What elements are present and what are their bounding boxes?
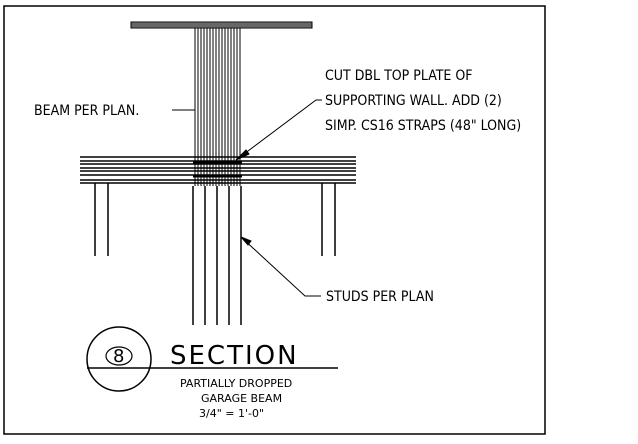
note-beam: BEAM PER PLAN. <box>34 103 139 119</box>
detail-bubble <box>86 326 152 392</box>
section-subtitle-1: PARTIALLY DROPPED <box>180 377 292 390</box>
plate-cut <box>193 161 242 178</box>
note-top-plate-line2: SUPPORTING WALL. ADD (2) <box>325 93 502 109</box>
note-top-plate-line3: SIMP. CS16 STRAPS (48" LONG) <box>325 118 521 134</box>
title-block: 8 SECTION PARTIALLY DROPPED GARAGE BEAM … <box>86 326 338 420</box>
beam <box>194 28 241 186</box>
side-studs <box>94 183 336 256</box>
floor-above <box>130 21 313 29</box>
studs-below <box>192 186 242 325</box>
note-top-plate-line1: CUT DBL TOP PLATE OF <box>325 68 473 84</box>
section-title: SECTION <box>170 341 299 371</box>
top-plate <box>80 156 356 184</box>
leader-studs <box>240 236 321 297</box>
section-subtitle-2: GARAGE BEAM <box>201 392 282 405</box>
detail-number: 8 <box>113 346 124 367</box>
sheet-border <box>3 5 546 435</box>
note-studs: STUDS PER PLAN <box>326 289 434 305</box>
section-scale: 3/4" = 1'-0" <box>199 407 264 420</box>
leader-top-plate <box>235 99 322 161</box>
